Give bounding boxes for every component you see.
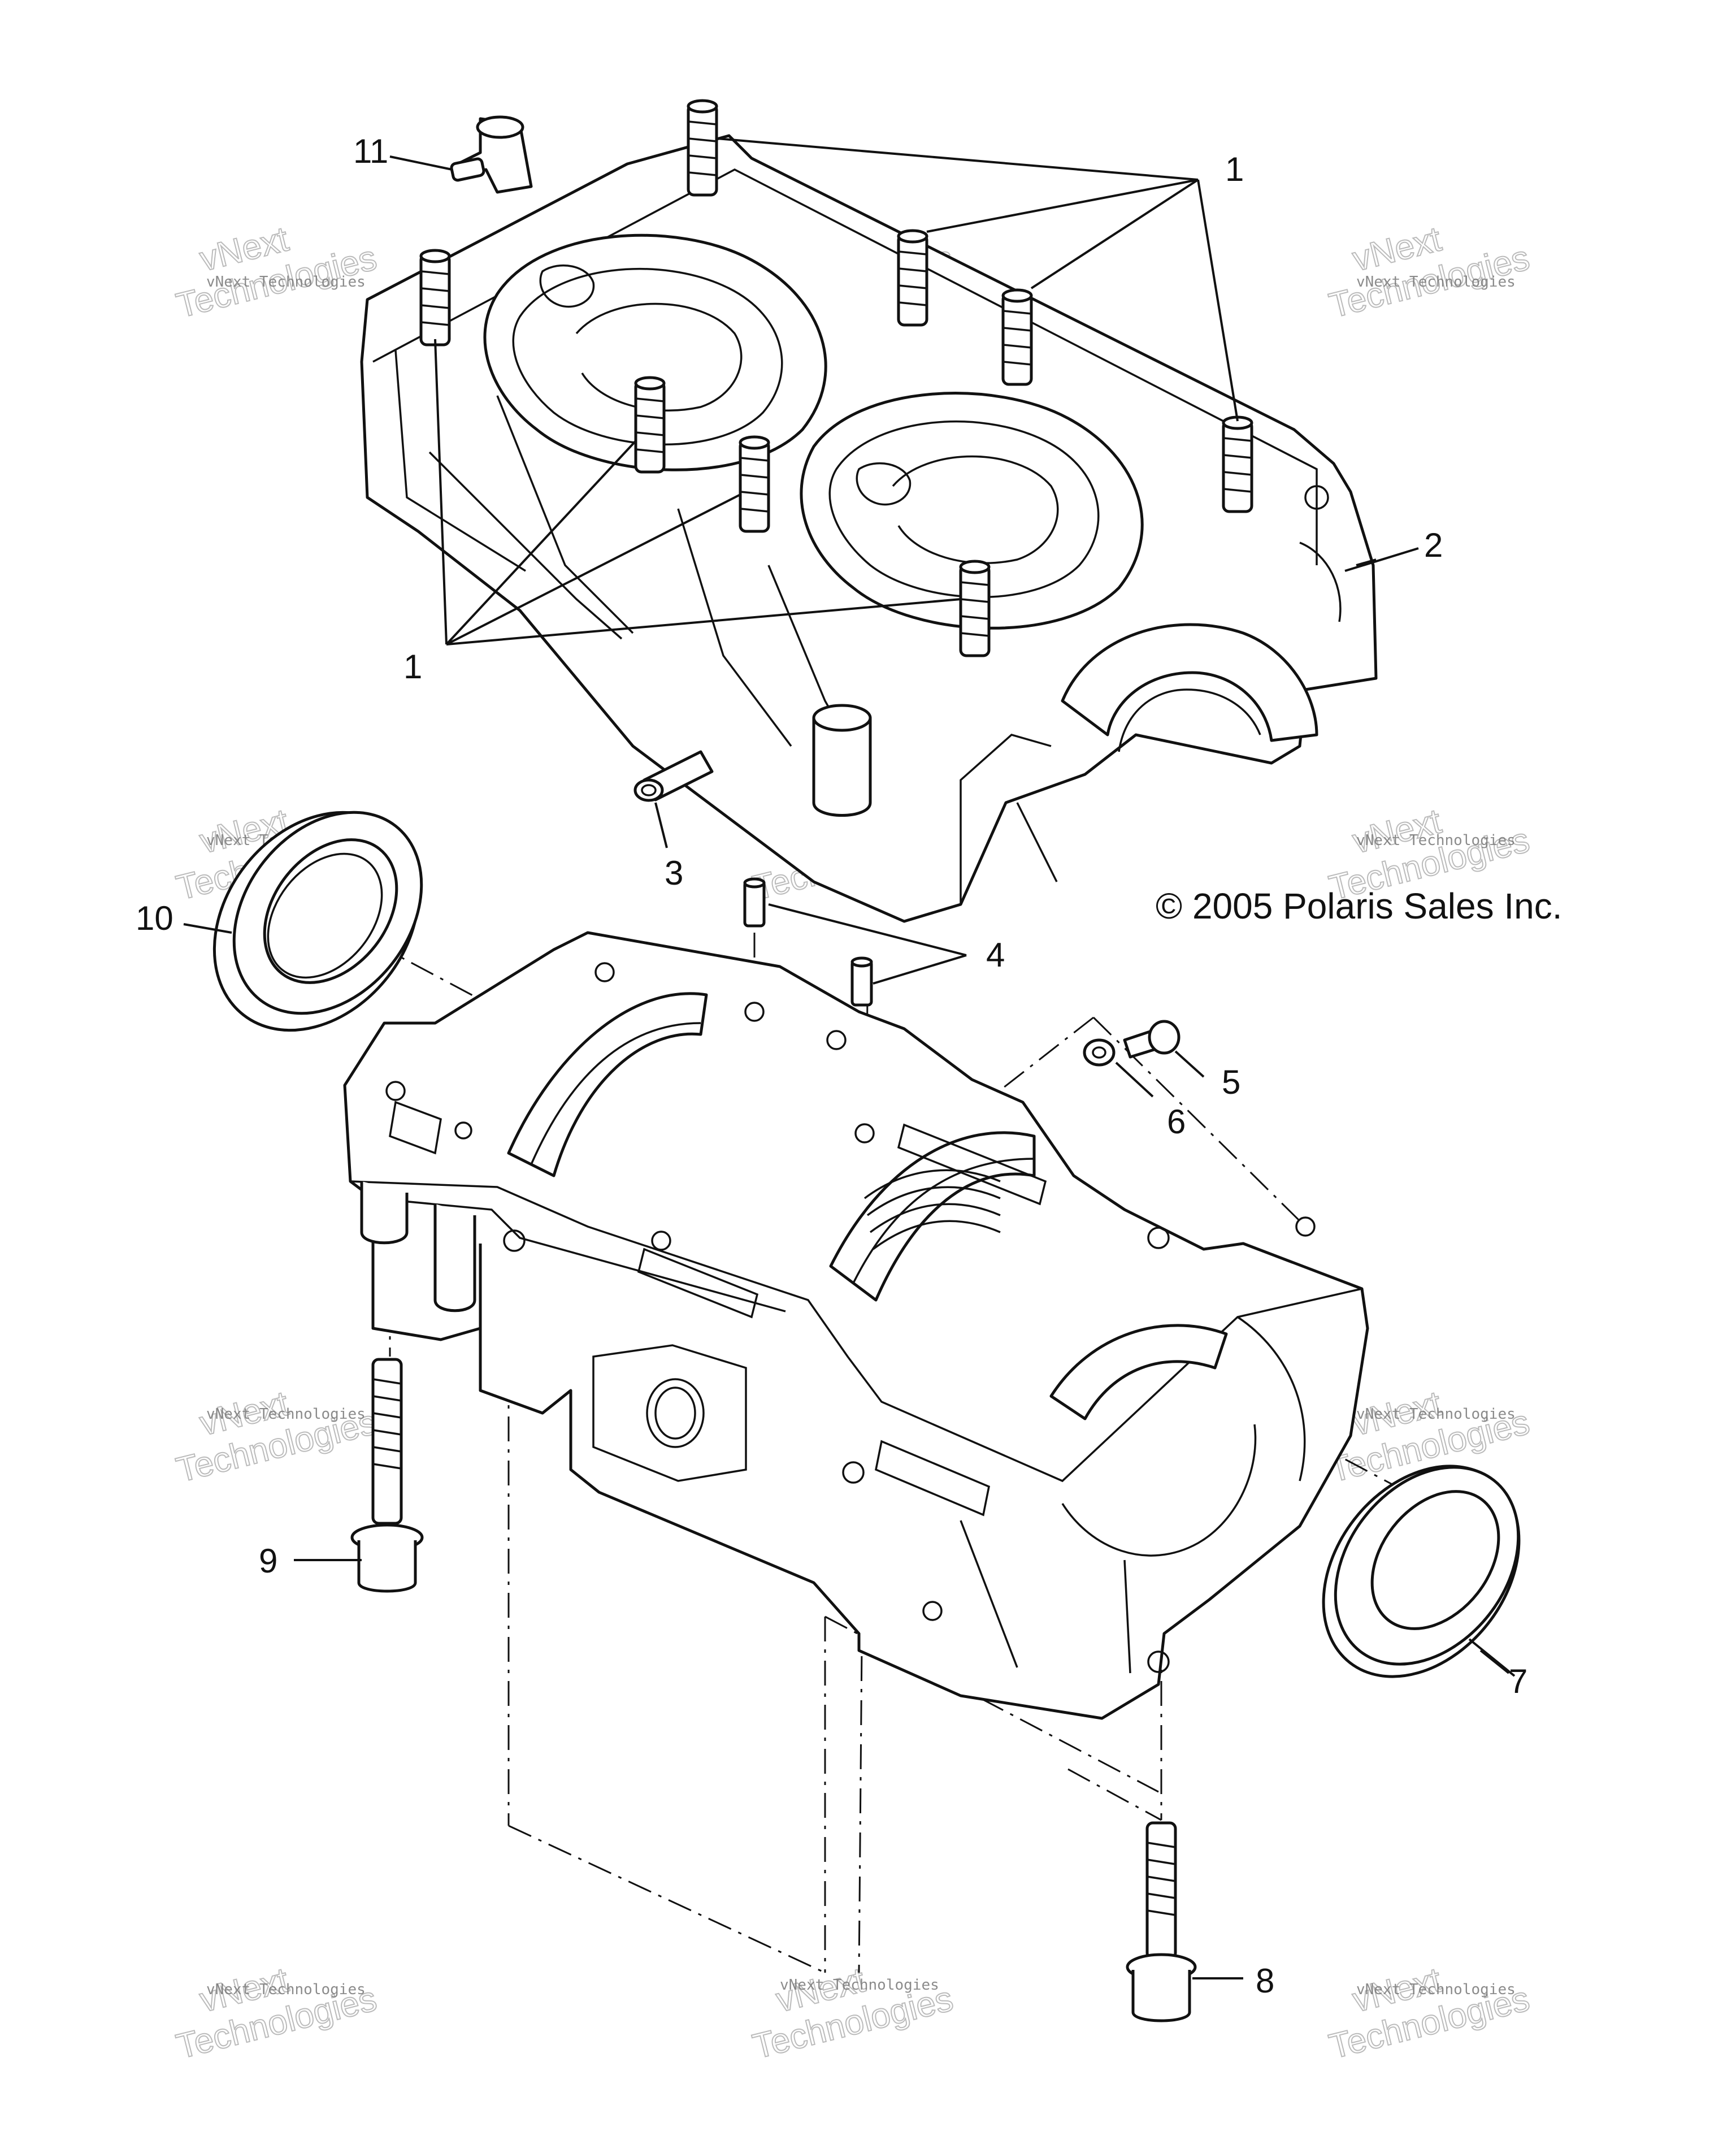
crankshaft-seal-right (1322, 1465, 1521, 1678)
stud (1222, 415, 1253, 513)
callout-10: 10 (136, 899, 173, 937)
cylinder-studs (419, 99, 1253, 657)
watermark: vNext Technologies (172, 1960, 381, 2067)
watermark-small: vNext Technologies (780, 1977, 939, 1994)
upper-crankcase (360, 134, 1378, 923)
watermark-small: vNext Technologies (1356, 1406, 1516, 1423)
watermark-small: vNext Technologies (1356, 1981, 1516, 1998)
dowel-pins (743, 877, 873, 1007)
callout-11: 11 (353, 132, 388, 170)
long-bolt-left (350, 1358, 424, 1593)
callout-8: 8 (1256, 1962, 1274, 2000)
watermark: vNext Technologies (172, 1383, 381, 1491)
stud (687, 99, 718, 197)
stud (739, 435, 770, 533)
watermark-small: vNext Technologies (206, 274, 366, 291)
callout-6: 6 (1167, 1103, 1186, 1141)
stud (959, 560, 991, 657)
callout-7: 7 (1509, 1662, 1527, 1700)
stud (1001, 288, 1033, 386)
watermark: vNext Technologies (172, 219, 381, 326)
crankshaft-seal-left (212, 811, 423, 1032)
leader-lines (183, 137, 1516, 1979)
callouts: 1 1 2 3 4 5 6 7 8 9 10 11 (136, 132, 1527, 2000)
long-bolt-right (1126, 1821, 1197, 2022)
callout-9: 9 (259, 1542, 277, 1580)
callout-4: 4 (986, 936, 1005, 974)
watermark-small: vNext Technologies (1356, 274, 1516, 291)
callout-5: 5 (1222, 1063, 1240, 1101)
copyright-notice: © 2005 Polaris Sales Inc. (1156, 886, 1563, 926)
stud (897, 229, 928, 327)
watermark: vNext Technologies (748, 1960, 957, 2067)
vent-fitting (450, 115, 533, 194)
callout-2: 2 (1424, 526, 1443, 564)
stud (634, 376, 666, 474)
stud (419, 249, 451, 346)
locating-pin (633, 750, 714, 802)
watermark-small: vNext Technologies (206, 1406, 366, 1423)
lower-crankcase (343, 931, 1369, 1720)
callout-1-lower: 1 (403, 648, 422, 686)
bolt-and-washer (1083, 1020, 1181, 1067)
callout-1-upper: 1 (1225, 150, 1244, 188)
watermark-small: vNext Technologies (206, 1981, 366, 1998)
watermark-small: vNext Technologies (1356, 832, 1516, 849)
callout-3: 3 (665, 854, 683, 892)
watermark: vNext Technologies (1325, 1960, 1534, 2067)
watermark: vNext Technologies (1325, 219, 1534, 326)
